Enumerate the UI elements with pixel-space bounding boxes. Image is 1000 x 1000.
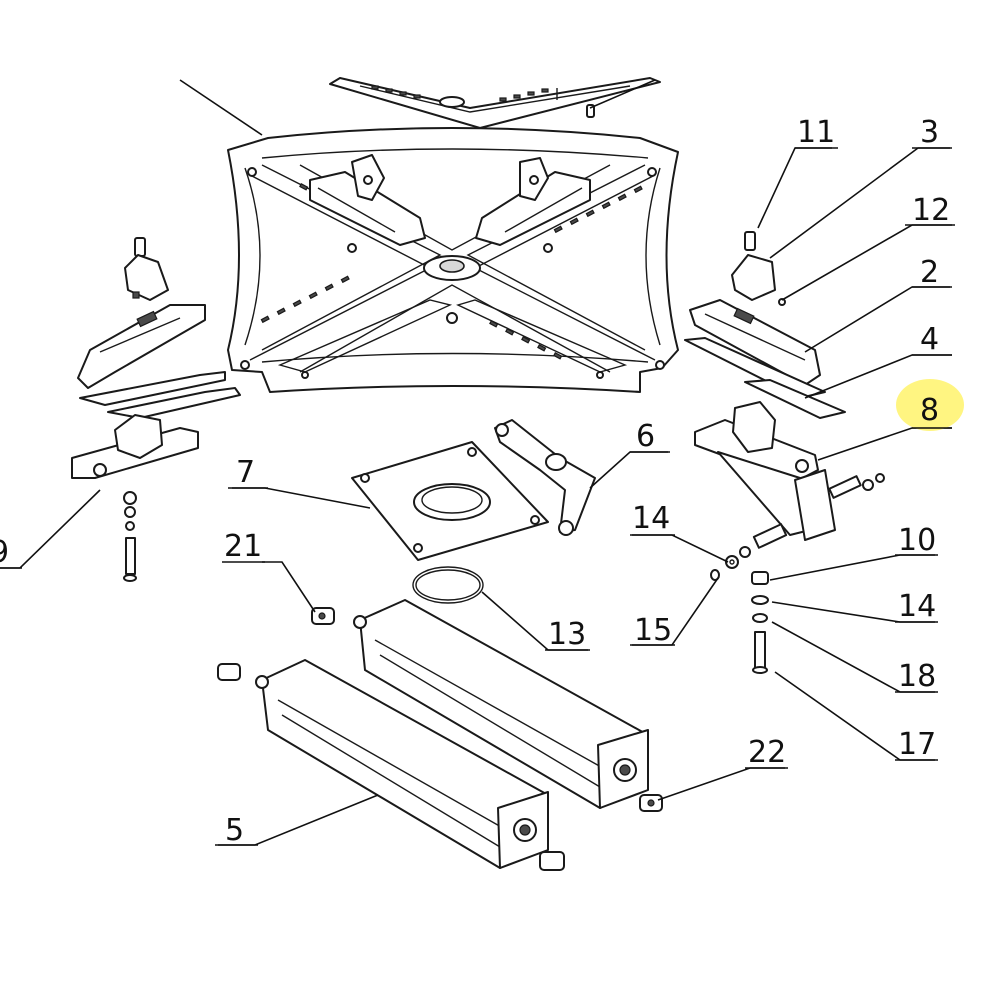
callout-7: 7 — [228, 455, 268, 490]
left-gasket-part — [79, 371, 241, 419]
callout-15: 15 — [630, 613, 675, 648]
callout-10-label: 10 — [898, 523, 936, 558]
right-jaw-part — [689, 299, 821, 386]
callout-2-label: 2 — [920, 255, 939, 290]
washer-18-part — [752, 613, 768, 623]
frame-jaw-left-part — [309, 154, 426, 246]
callout-8: 8 — [912, 393, 952, 429]
right-gasket-part — [684, 337, 846, 419]
callout-9-label: 9 — [0, 535, 9, 570]
callout-12: 12 — [905, 193, 955, 228]
callout-4: 4 — [912, 322, 952, 357]
callout-4-label: 4 — [920, 322, 939, 357]
callout-13-label: 13 — [548, 617, 586, 652]
plate-7-part — [351, 441, 549, 561]
right-clamp-small-part — [731, 231, 786, 306]
callout-9: 9 — [0, 535, 22, 570]
frame-jaw-right-part — [475, 157, 591, 246]
fitting-left-part — [217, 663, 241, 681]
callout-8-highlight — [896, 379, 964, 431]
washer-14-lower-part — [751, 595, 769, 605]
callout-14-upper: 14 — [630, 501, 675, 536]
main-x-frame-part — [227, 127, 679, 393]
callout-13: 13 — [545, 617, 590, 652]
right-bracket-assembly-part — [694, 401, 885, 558]
callout-10: 10 — [895, 523, 938, 558]
callout-14-lower-label: 14 — [898, 589, 936, 624]
bolt-17-part — [752, 631, 768, 674]
callout-22: 22 — [745, 735, 788, 770]
washer-14-upper-part — [725, 555, 739, 569]
callout-21-label: 21 — [224, 529, 262, 564]
cylinder-lower-part — [255, 659, 549, 869]
callout-8-label: 8 — [920, 393, 939, 428]
fitting-22-part — [639, 794, 663, 812]
ring-13-part — [412, 566, 484, 604]
callout-11: 11 — [795, 115, 838, 150]
cylinder-upper-part — [353, 599, 649, 809]
left-base-block-part — [71, 414, 199, 582]
callout-5: 5 — [215, 813, 258, 848]
callout-17-label: 17 — [898, 727, 936, 762]
callout-18: 18 — [895, 659, 938, 694]
callout-14-upper-label: 14 — [632, 501, 670, 536]
callout-12-label: 12 — [912, 193, 950, 228]
callout-11-label: 11 — [797, 115, 835, 150]
callout-14-lower: 14 — [895, 589, 938, 624]
nut-10-part — [751, 571, 769, 585]
small-pin-part — [586, 104, 595, 118]
callout-6-label: 6 — [636, 419, 655, 454]
callout-3: 3 — [912, 115, 952, 150]
callout-6: 6 — [630, 419, 670, 454]
lever-6-part — [494, 419, 596, 536]
fitting-bottom-part — [539, 851, 565, 871]
callout-5-label: 5 — [225, 813, 244, 848]
callout-17: 17 — [895, 727, 938, 762]
left-jaw-part — [77, 304, 206, 389]
top-plate-part — [329, 77, 661, 129]
fitting-21-part — [311, 607, 335, 625]
callout-22-label: 22 — [748, 735, 786, 770]
callout-3-label: 3 — [920, 115, 939, 150]
callout-18-label: 18 — [898, 659, 936, 694]
callout-7-label: 7 — [236, 455, 255, 490]
left-clamp-small-part — [124, 237, 169, 301]
callout-15-label: 15 — [634, 613, 672, 648]
pin-15-part — [710, 569, 720, 581]
callout-2: 2 — [912, 255, 952, 290]
callout-21: 21 — [222, 529, 265, 564]
